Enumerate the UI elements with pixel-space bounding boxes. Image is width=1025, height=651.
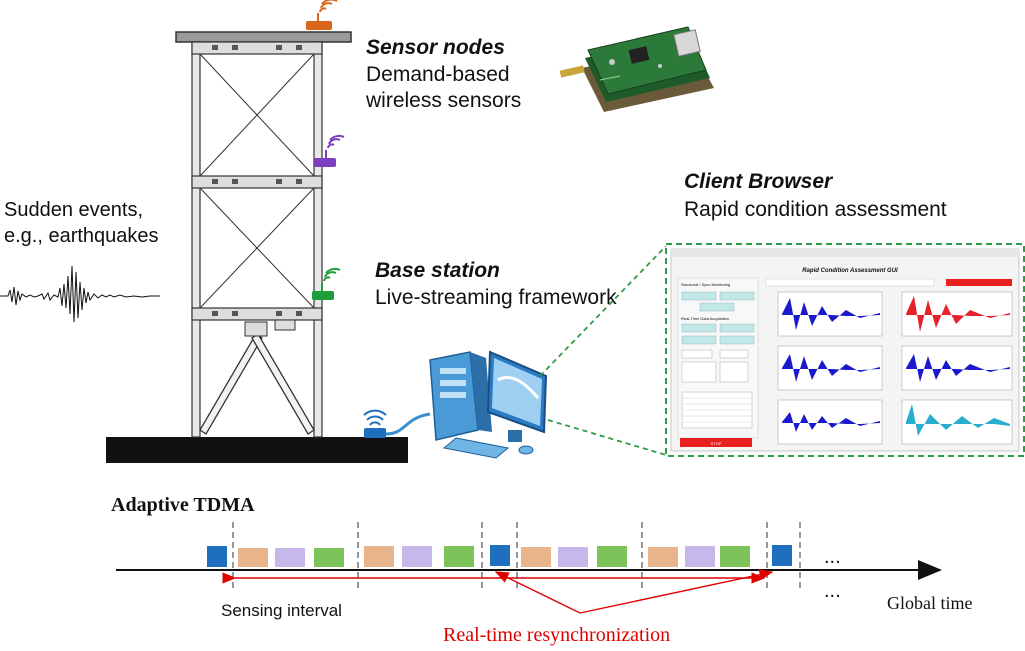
slot-orange: [648, 547, 678, 567]
sync-slot: [772, 545, 792, 566]
sensor-node-floor-2: [314, 134, 345, 167]
sync-slot: [207, 546, 227, 567]
gui-plot-2: [906, 296, 1010, 332]
slot-purple: [558, 547, 588, 567]
svg-text:STOP: STOP: [711, 441, 722, 446]
sensor-node-roof: [306, 0, 338, 30]
beam-floor-1: [191, 307, 323, 321]
sensor-nodes-line2: wireless sensors: [365, 89, 521, 112]
slot-green: [314, 548, 344, 567]
beam-top: [191, 41, 323, 55]
gui-panel-header: Structural / Sync Monitoring: [681, 282, 730, 287]
interval-dividers: [232, 522, 801, 592]
roof-plate: [175, 31, 352, 43]
ground-slab: [106, 437, 408, 463]
sensing-interval-label: Sensing interval: [221, 601, 342, 620]
resync-arrow-1: [494, 571, 581, 614]
gui-plot-6: [906, 404, 1010, 436]
events-line1: Sudden events,: [4, 199, 143, 221]
base-station-sub: Live-streaming framework: [375, 286, 617, 309]
ellipsis-bottom: ...: [824, 580, 841, 602]
slot-green: [444, 546, 474, 567]
building-frame: [106, 31, 408, 463]
events-line2: e.g., earthquakes: [4, 225, 159, 247]
slot-green: [720, 546, 750, 567]
client-browser-sub: Rapid condition assessment: [684, 198, 947, 221]
slot-purple: [402, 546, 432, 567]
gui-stop-button: [680, 438, 752, 447]
resync-label: Real-time resynchronization: [443, 624, 670, 646]
gui-plot-4: [906, 354, 1010, 382]
resync-arrow-2: [579, 569, 774, 614]
sync-slot: [490, 545, 510, 566]
gui-plot-3: [782, 354, 880, 382]
sensor-node-floor-1: [312, 267, 341, 300]
screen-callout-lines: [539, 245, 667, 456]
right-column: [313, 41, 323, 438]
global-time-label: Global time: [887, 593, 972, 613]
slot-purple: [685, 546, 715, 567]
tdma-title: Adaptive TDMA: [111, 494, 255, 516]
base-station-title: Base station: [375, 259, 500, 282]
base-station-computer: [363, 350, 548, 459]
slot-green: [597, 546, 627, 567]
slot-purple: [275, 548, 305, 567]
slot-orange: [364, 546, 394, 567]
slot-orange: [238, 548, 268, 567]
gui-plot-5: [782, 412, 880, 432]
left-column: [191, 41, 201, 438]
client-browser-screen: Rapid Condition Assessment GUI Structura…: [665, 243, 1025, 457]
client-browser-title: Client Browser: [684, 170, 834, 193]
gui-title: Rapid Condition Assessment GUI: [802, 268, 898, 274]
sensor-board-image: [559, 26, 714, 112]
ellipsis-top: ...: [824, 546, 841, 568]
slot-orange: [521, 547, 551, 567]
gui-plot-1: [782, 298, 880, 330]
gui-section-2: Real-Time Data Acquisition: [681, 316, 729, 321]
sensor-nodes-line1: Demand-based: [366, 63, 510, 86]
tdma-slots: [207, 545, 792, 567]
earthquake-waveform: [0, 265, 160, 323]
sensor-nodes-title: Sensor nodes: [366, 36, 505, 59]
beam-floor-2: [191, 175, 323, 189]
